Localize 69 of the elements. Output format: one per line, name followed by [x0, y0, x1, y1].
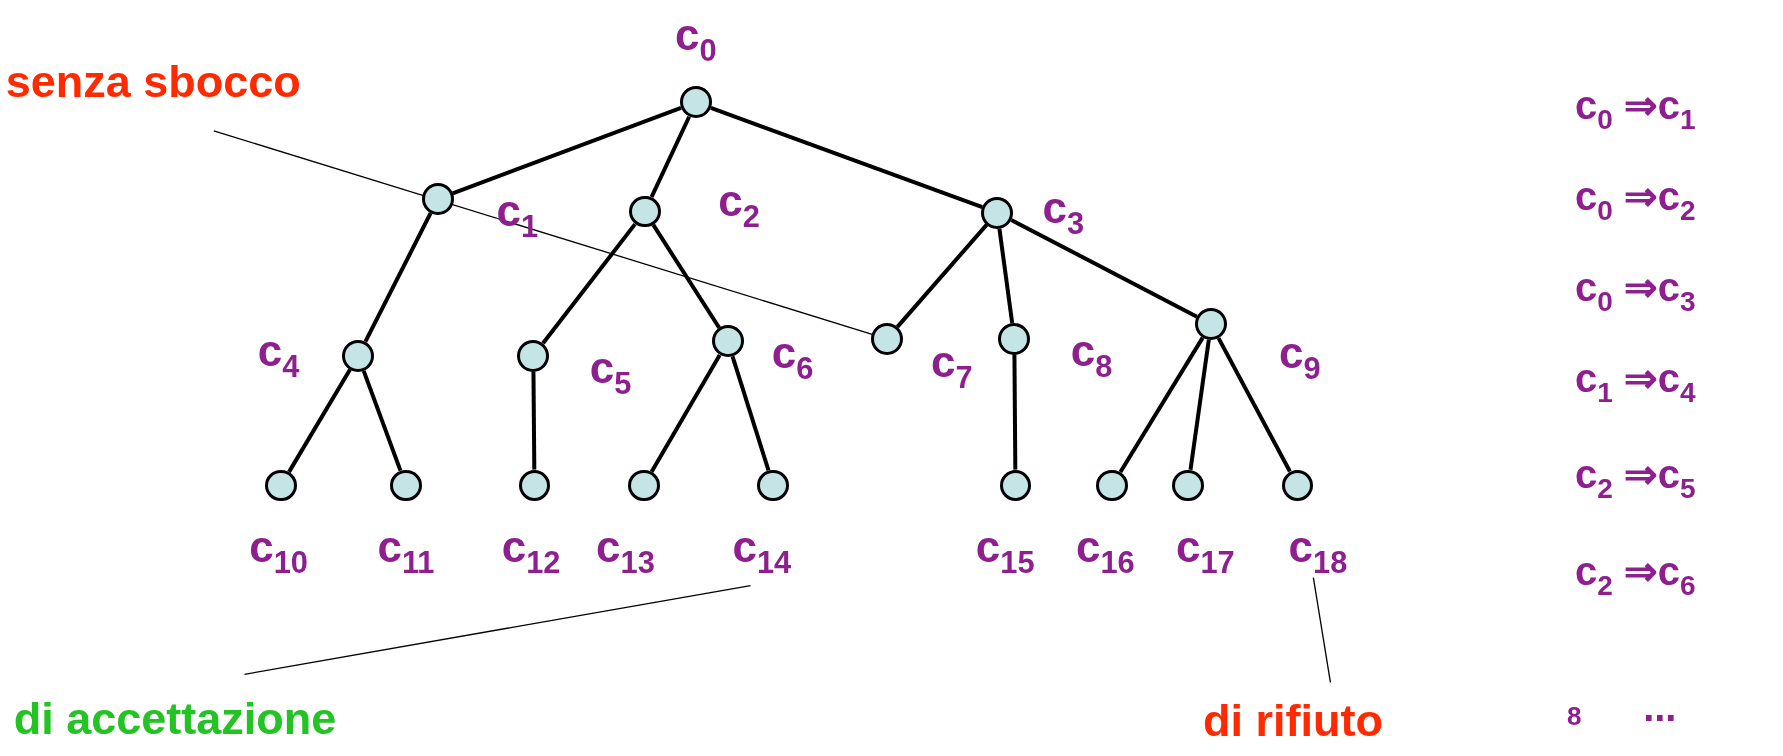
tree-node-circle	[517, 340, 550, 372]
node-label: c$_{6}$	[771, 331, 814, 385]
tree-edge	[1216, 337, 1292, 473]
node-label: c$_{14}$	[732, 524, 792, 579]
tree-node-circle	[981, 196, 1014, 229]
tree-node-circle	[342, 340, 375, 372]
tree-edge	[452, 106, 682, 196]
tree-edge	[531, 371, 537, 470]
term-label: senza sbocco	[5, 56, 301, 107]
tree-node-circle	[390, 469, 422, 502]
tree-edge	[649, 353, 722, 473]
tree-node-circle	[1096, 469, 1128, 502]
derivation-text: ...	[1643, 687, 1677, 728]
tree-edge	[649, 115, 691, 198]
node-label: c$_{5}$	[589, 346, 632, 400]
tree-edge	[710, 105, 983, 210]
node-label: c$_{18}$	[1288, 524, 1348, 579]
tree-edge	[997, 228, 1015, 324]
node-label: c$_{17}$	[1175, 524, 1235, 579]
tree-edge	[1188, 339, 1211, 471]
term-label: di rifiuto	[1203, 695, 1384, 746]
tree-edge	[651, 223, 721, 329]
tree-node-circle	[999, 469, 1032, 502]
derivation-text: c$_{0}$ ⇒c$_{2}$	[1574, 175, 1696, 225]
tree-edge	[895, 223, 989, 329]
tree-node-circle	[998, 322, 1031, 355]
term-label: di accettazione	[13, 693, 337, 744]
node-label: c$_{3}$	[1042, 185, 1084, 240]
derivation-text: c$_{0}$ ⇒c$_{1}$	[1574, 84, 1696, 134]
node-label: c$_{10}$	[249, 524, 308, 579]
derivation-text: c$_{2}$ ⇒c$_{5}$	[1574, 454, 1696, 503]
tree-node-circle	[711, 325, 744, 358]
tree-node-circle	[628, 195, 661, 228]
derivation-text: 8	[1566, 703, 1582, 730]
tree-node-circle	[871, 322, 903, 355]
tree-node-circle	[1172, 469, 1205, 502]
tree-edge	[287, 368, 352, 473]
derivation-text: c$_{2}$ ⇒c$_{6}$	[1574, 550, 1696, 600]
node-label: c$_{0}$	[675, 13, 717, 67]
derivation-text: c$_{0}$ ⇒c$_{3}$	[1574, 266, 1696, 316]
node-label: c$_{12}$	[501, 524, 561, 579]
tree-node-circle	[757, 469, 790, 502]
tree-edge	[1012, 354, 1018, 470]
tree-node-circle	[680, 86, 712, 119]
node-label: c$_{9}$	[1278, 331, 1321, 385]
node-label: c$_{8}$	[1070, 329, 1113, 383]
tree-node-circle	[1281, 469, 1314, 502]
node-label: c$_{16}$	[1075, 524, 1135, 579]
leader-line	[1312, 577, 1332, 683]
node-label: c$_{2}$	[718, 179, 760, 233]
node-label: c$_{13}$	[596, 524, 655, 579]
tree-edge	[1118, 336, 1205, 473]
leader-line	[243, 584, 752, 675]
tree-edge	[1010, 218, 1198, 319]
node-label: c$_{7}$	[930, 340, 973, 395]
node-label: c$_{4}$	[257, 329, 300, 383]
tree-edge	[361, 370, 403, 472]
tree-node-circle	[264, 469, 297, 502]
tree-edge	[541, 222, 637, 345]
tree-edge	[730, 355, 771, 471]
derivation-text: c$_{1}$ ⇒c$_{4}$	[1574, 357, 1696, 407]
tree-node-circle	[518, 469, 551, 502]
tree-node-circle	[1195, 308, 1227, 340]
node-label: c$_{11}$	[377, 524, 435, 579]
tree-edge	[363, 212, 433, 343]
tree-node-circle	[627, 469, 660, 502]
node-label: c$_{15}$	[975, 524, 1035, 579]
leader-line	[213, 130, 873, 335]
tree-node-circle	[421, 183, 454, 215]
